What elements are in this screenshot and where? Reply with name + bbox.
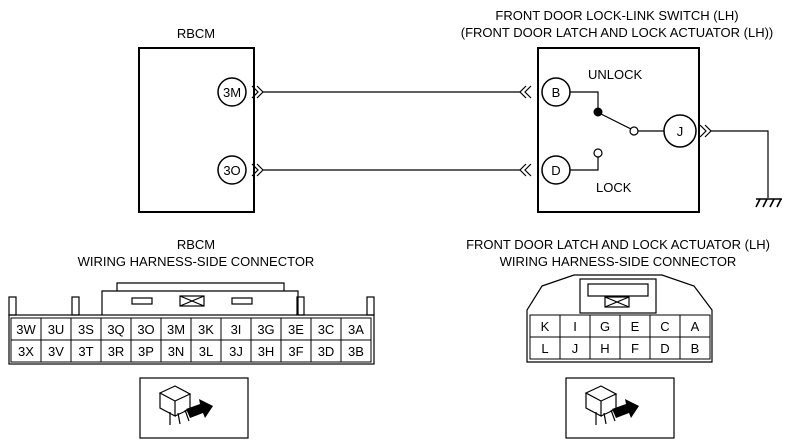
actuator-cavity-label: B <box>691 341 700 356</box>
ground-icon <box>755 198 782 208</box>
rbcm-pin-3m: 3M <box>223 85 241 100</box>
unlock-contact-icon <box>593 107 603 117</box>
rbcm-cavity-label: 3X <box>18 344 34 359</box>
rbcm-cavity-label: 3K <box>198 322 214 337</box>
rbcm-cavity <box>340 339 372 363</box>
rbcm-box <box>138 47 255 213</box>
switch-pivot-icon <box>629 126 639 136</box>
rbcm-cavity-label: 3Q <box>107 322 124 337</box>
actuator-connector-grid: K I G E C A L J H F D B <box>529 314 711 360</box>
title-line-1: FRONT DOOR LOCK-LINK SWITCH (LH) <box>495 8 738 23</box>
rbcm-cavity-label: 3I <box>231 322 242 337</box>
rbcm-cavity-label: 3P <box>138 344 154 359</box>
rbcm-plug-icon <box>158 385 192 425</box>
switch-j-chevron-icon <box>699 124 712 138</box>
rbcm-cavity-label: 3D <box>318 344 335 359</box>
actuator-cavity-label: L <box>541 341 548 356</box>
rbcm-cavity-label: 3F <box>288 344 303 359</box>
wire-j-ground <box>711 130 769 198</box>
actuator-cavity-label: C <box>660 319 669 334</box>
switch-pin-j: J <box>677 124 684 139</box>
switch-b-chevron-icon <box>519 85 532 99</box>
actuator-cavity-label: A <box>691 319 700 334</box>
lock-contact-icon <box>593 148 603 158</box>
rbcm-cavity-label: 3U <box>48 322 65 337</box>
unlock-label: UNLOCK <box>588 67 643 82</box>
title-line-2: (FRONT DOOR LATCH AND LOCK ACTUATOR (LH)… <box>461 25 774 40</box>
rbcm-insert-arrow-icon <box>186 399 213 418</box>
actuator-connector-title-1: FRONT DOOR LATCH AND LOCK ACTUATOR (LH) <box>466 237 770 252</box>
switch-pin-b: B <box>552 85 561 100</box>
rbcm-pin-3o: 3O <box>223 163 240 178</box>
lock-label: LOCK <box>596 180 632 195</box>
switch-pin-d: D <box>551 163 560 178</box>
switch-d-chevron-icon <box>519 163 532 177</box>
rbcm-cavity-label: 3N <box>168 344 185 359</box>
rbcm-cavity-label: 3W <box>16 322 36 337</box>
switch-internal-wiring <box>570 91 664 171</box>
rbcm-cavity-label: 3E <box>288 322 304 337</box>
actuator-cavity-label: G <box>600 319 610 334</box>
rbcm-connector-housing <box>8 282 375 365</box>
rbcm-connector-title-1: RBCM <box>177 237 215 252</box>
actuator-insert-arrow-icon <box>612 399 639 418</box>
actuator-plug-icon <box>584 385 618 425</box>
actuator-cavity <box>679 336 711 360</box>
rbcm-cavity-label: 3G <box>257 322 274 337</box>
rbcm-cavity-label: 3V <box>48 344 64 359</box>
switch-box <box>537 47 700 213</box>
rbcm-cavity-label: 3H <box>258 344 275 359</box>
actuator-cavity-label: J <box>572 341 579 356</box>
rbcm-cavity-label: 3L <box>199 344 213 359</box>
rbcm-cavity-label: 3R <box>108 344 125 359</box>
rbcm-cavity-label: 3J <box>229 344 243 359</box>
rbcm-cavity-label: 3O <box>137 322 154 337</box>
rbcm-pin-3o-circle <box>217 155 247 185</box>
rbcm-cavity-label: 3M <box>167 322 185 337</box>
rbcm-cavity-label: 3C <box>318 322 335 337</box>
actuator-cavity-label: H <box>600 341 609 356</box>
actuator-cavity-label: E <box>631 319 640 334</box>
actuator-connector-housing <box>526 274 713 363</box>
rbcm-cavity-label: 3A <box>348 322 364 337</box>
rbcm-cavity-label: 3T <box>78 344 93 359</box>
actuator-cavity-label: I <box>573 319 577 334</box>
actuator-cavity-label: K <box>541 319 550 334</box>
rbcm-pin-3m-circle <box>217 77 247 107</box>
rbcm-cavity-label: 3S <box>78 322 94 337</box>
actuator-cavity-label: D <box>660 341 669 356</box>
actuator-cavity-label: F <box>631 341 639 356</box>
actuator-connector-title-2: WIRING HARNESS-SIDE CONNECTOR <box>500 254 737 269</box>
rbcm-connector-title-2: WIRING HARNESS-SIDE CONNECTOR <box>78 254 315 269</box>
rbcm-connector-grid: 3W 3U 3S 3Q 3O 3M 3K 3I 3G 3E 3C 3A 3X 3V 3T 3R 3P 3N 3L 3J… <box>10 317 372 363</box>
rbcm-label: RBCM <box>177 26 215 41</box>
rbcm-cavity-label: 3B <box>348 344 364 359</box>
